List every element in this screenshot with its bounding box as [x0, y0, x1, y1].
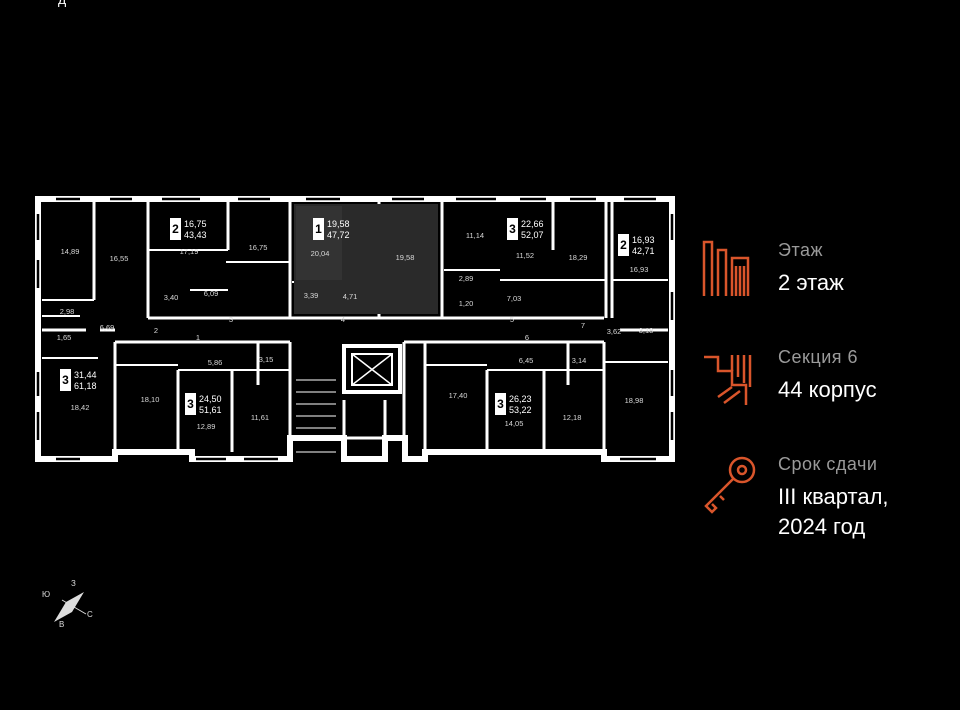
apartment-living-area: 26,23 [509, 394, 532, 404]
deadline-info: Срок сдачи III квартал, 2024 год [702, 450, 952, 550]
section-info: Секция 6 44 корпус [702, 343, 952, 413]
room-area: 3,18 [639, 326, 654, 335]
apartment-total-area: 51,61 [199, 405, 222, 415]
room-area: 14,89 [61, 247, 80, 256]
room-area: 20,04 [311, 249, 330, 258]
apartment-total-area: 43,43 [184, 230, 207, 240]
building-value: 44 корпус [778, 377, 877, 402]
room-area: 16,75 [249, 243, 268, 252]
room-area: 3,40 [164, 293, 179, 302]
door-markers: 1 2 3 4 5 6 7 [154, 315, 585, 342]
room-area: 4,71 [343, 292, 358, 301]
room-area: 18,29 [569, 253, 588, 262]
compass-west: З [71, 579, 76, 588]
header-fragment: д [58, 0, 66, 7]
floor-label: Этаж [778, 240, 824, 260]
apartment-total-area: 52,07 [521, 230, 544, 240]
door-marker: 7 [581, 321, 585, 330]
apartment-total-area: 53,22 [509, 405, 532, 415]
apartment-total-area: 42,71 [632, 246, 655, 256]
door-marker: 2 [154, 326, 158, 335]
room-area: 2,89 [459, 274, 474, 283]
room-area: 1,20 [459, 299, 474, 308]
stairs-icon [704, 355, 752, 405]
room-area: 11,52 [516, 251, 534, 260]
door-marker: 6 [525, 333, 529, 342]
room-area: 14,05 [505, 419, 524, 428]
section-label: Секция 6 [778, 347, 859, 367]
key-icon [704, 456, 756, 514]
floor-value: 2 этаж [778, 270, 844, 295]
room-area: 11,61 [251, 413, 269, 422]
room-area: 6,09 [204, 289, 219, 298]
room-area: 16,55 [110, 254, 129, 263]
apartment-living-area: 19,58 [327, 219, 350, 229]
deadline-value-line2: 2024 год [778, 514, 866, 539]
compass-east: В [59, 620, 64, 629]
apartment-rooms: 2 [620, 238, 627, 252]
apartment-living-area: 16,93 [632, 235, 655, 245]
room-area: 3,14 [572, 356, 587, 365]
door-marker: 1 [196, 333, 200, 342]
room-area: 18,10 [141, 395, 160, 404]
apartment-living-area: 24,50 [199, 394, 222, 404]
door-marker: 3 [229, 315, 233, 324]
deadline-label: Срок сдачи [778, 454, 878, 474]
room-area: 1,65 [57, 333, 72, 342]
room-area: 16,93 [630, 265, 649, 274]
apartment-rooms: 3 [62, 373, 69, 387]
room-area: 3,62 [607, 327, 622, 336]
building-walls [35, 196, 675, 462]
room-area: 11,14 [466, 231, 484, 240]
deadline-value-line1: III квартал, [778, 484, 889, 509]
floor-info: Этаж 2 этаж [702, 236, 952, 306]
apartment-living-area: 22,66 [521, 219, 544, 229]
door-marker: 5 [510, 315, 514, 324]
apartment-rooms: 3 [509, 222, 516, 236]
apartment-total-area: 61,18 [74, 381, 97, 391]
room-area: 5,86 [208, 358, 223, 367]
room-area: 2,98 [60, 307, 75, 316]
room-area: 7,03 [507, 294, 522, 303]
floor-icon [702, 240, 750, 296]
room-area: 6,69 [100, 323, 115, 332]
apartment-rooms: 3 [187, 397, 194, 411]
room-area: 12,89 [197, 422, 216, 431]
compass-north: С [87, 610, 93, 619]
room-area: 17,40 [449, 391, 468, 400]
apartment-living-area: 31,44 [74, 370, 97, 380]
room-area: 3,15 [259, 355, 274, 364]
room-area: 19,58 [396, 253, 415, 262]
room-area-labels: 14,89 16,55 2,98 1,65 6,69 17,19 16,75 3,40 6,09… [57, 231, 654, 431]
door-marker: 4 [341, 315, 345, 324]
room-area: 12,18 [563, 413, 582, 422]
room-area: 18,98 [625, 396, 644, 405]
apartment-rooms: 3 [497, 397, 504, 411]
apartment-total-area: 47,72 [327, 230, 350, 240]
compass-south: Ю [42, 590, 50, 599]
apartment-living-area: 16,75 [184, 219, 207, 229]
apartment-rooms: 2 [172, 222, 179, 236]
room-area: 3,39 [304, 291, 319, 300]
room-area: 6,45 [519, 356, 534, 365]
apartment-rooms: 1 [315, 222, 322, 236]
compass-rose: З Ю В С [42, 579, 93, 629]
room-area: 18,42 [71, 403, 90, 412]
window-marks [36, 197, 674, 461]
room-area: 17,19 [180, 247, 199, 256]
